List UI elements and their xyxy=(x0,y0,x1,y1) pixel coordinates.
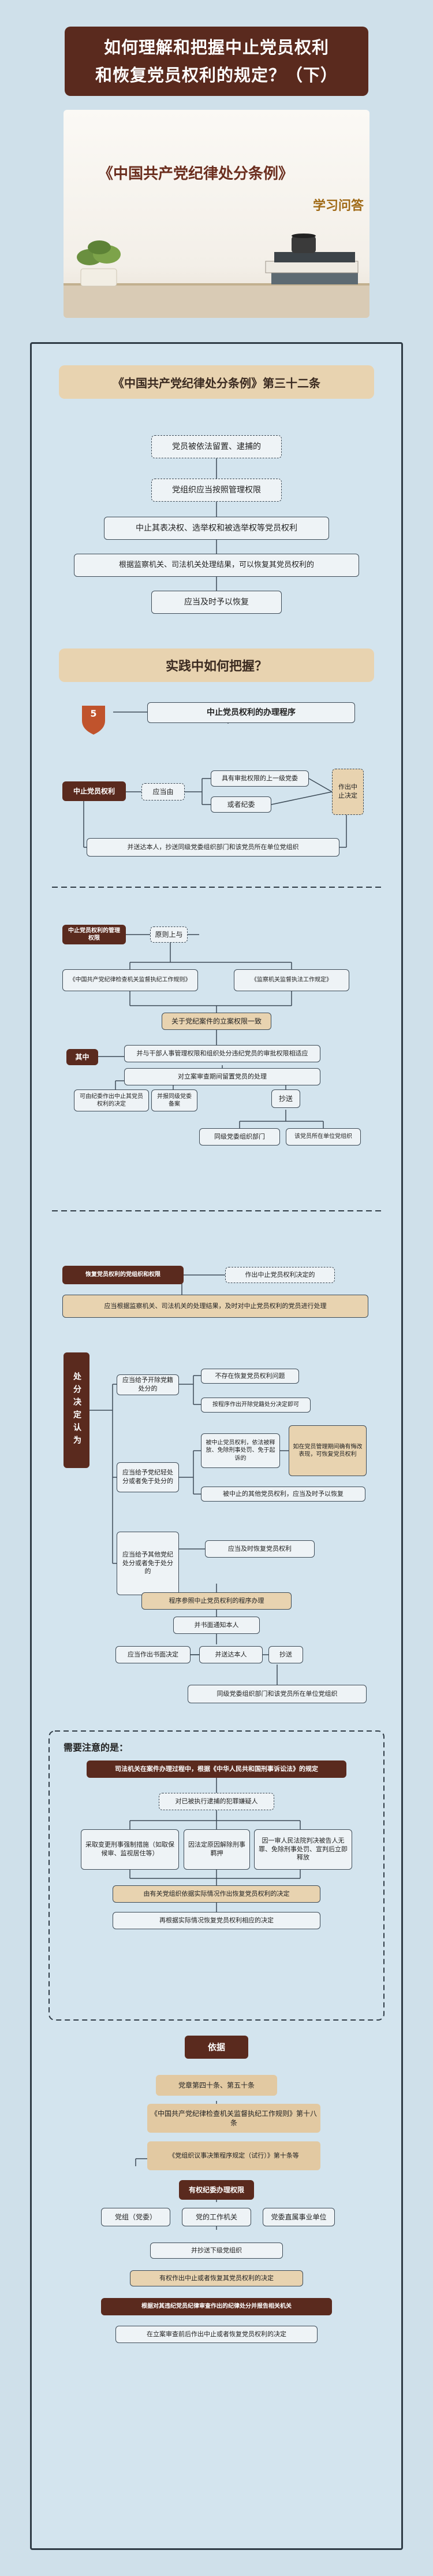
s5-header: 依据 xyxy=(185,2036,248,2059)
p2-principle: 原则上与 xyxy=(150,926,188,943)
s5-item1: 党章第四十条、第五十条 xyxy=(156,2075,277,2096)
s3-head-right: 作出中止党员权利决定的 xyxy=(225,1267,335,1283)
p1-notify: 并送达本人，抄送同级党委组织部门和该党员所在单位党组织 xyxy=(87,838,339,857)
s3-a2r2: 如在党员管理期间确有悔改表现，可恢复党员权利 xyxy=(289,1425,367,1476)
s3-proc2: 并书面通知本人 xyxy=(173,1617,260,1634)
s4-b1: 由有关党组织依据实际情况作出恢复党员权利的决定 xyxy=(113,1885,320,1903)
p1-opt1: 具有审批权限的上一级党委 xyxy=(211,770,309,787)
p2-c4: 同级党委组织部门 xyxy=(199,1128,280,1146)
s5-flow2: 有权作出中止或者恢复其党员权利的决定 xyxy=(130,2270,303,2286)
p2-c3: 抄送 xyxy=(271,1089,300,1108)
s3-a1: 应当给予开除党籍处分的 xyxy=(117,1374,179,1395)
s3-proc6: 同级党委组织部门和该党员所在单位党组织 xyxy=(188,1685,367,1703)
s3-a1r1: 不存在恢复党员权利问题 xyxy=(201,1369,299,1384)
p2-rule-book-2: 《监察机关监督执法工作规定》 xyxy=(234,969,349,991)
p1-when: 应当由 xyxy=(141,783,185,800)
p2-mid: 对立案审查期间留置党员的处理 xyxy=(124,1068,320,1085)
p2-label2: 其中 xyxy=(66,1049,98,1065)
s3-a1r2: 按程序作出开除党籍处分决定即可 xyxy=(201,1398,311,1413)
s4-top: 司法机关在案件办理过程中，根据《中华人民共和国刑事诉讼法》的规定 xyxy=(87,1760,346,1778)
s3-line2: 应当根据监察机关、司法机关的处理结果，及时对中止党员权利的党员进行处理 xyxy=(62,1295,368,1318)
s3-proc5: 抄送 xyxy=(268,1646,303,1663)
s3-proc-label: 程序参照中止党员权利的程序办理 xyxy=(141,1592,292,1610)
hero-illustration xyxy=(64,233,369,318)
hero-image: 《中国共产党纪律处分条例》 学习问答 xyxy=(64,110,369,318)
s5-flow3: 根据对其违纪党员纪律审查作出的纪律处分并报告相关机关 xyxy=(101,2298,332,2315)
p1-decide: 作出中止决定 xyxy=(332,769,364,815)
section2-header: 实践中如何把握？ xyxy=(59,648,374,682)
title-line-2: 和恢复党员权利的规定？（下） xyxy=(95,65,338,85)
procedure-title: 中止党员权利的办理程序 xyxy=(147,702,355,723)
s5-item2: 《中国共产党纪律检查机关监督执纪工作规则》第十八条 xyxy=(147,2104,320,2133)
s5-flow4: 在立案审查前后作出中止或者恢复党员权利的决定 xyxy=(115,2326,318,2343)
s3-head-label: 恢复党员权利的党组织和权限 xyxy=(62,1266,184,1284)
p2-c1: 可由纪委作出中止其党员权利的决定 xyxy=(74,1089,149,1111)
s4-mid: 对已被执行逮捕的犯罪嫌疑人 xyxy=(159,1793,274,1810)
s5-item3: 《党组织议事决策程序规定（试行）》第十条等 xyxy=(147,2141,320,2170)
s5-x2: 党的工作机关 xyxy=(182,2208,251,2226)
s5-x3: 党委直属事业单位 xyxy=(263,2208,335,2226)
s1-box-suspend: 中止其表决权、选举权和被选举权等党员权利 xyxy=(104,517,329,540)
p2-split: 并与干部人事管理权限和组织处分违纪党员的审批权限相适应 xyxy=(124,1045,320,1062)
p2-c2: 并报同级党委备案 xyxy=(151,1089,197,1111)
title-line-1: 如何理解和把握中止党员权利 xyxy=(103,38,329,57)
s5-label: 有权纪委办理权限 xyxy=(179,2180,254,2200)
s5-flow1: 并抄送下级党组织 xyxy=(150,2243,283,2259)
s4-c2: 因法定原因解除刑事羁押 xyxy=(184,1829,250,1870)
s3-proc3: 应当作出书面决定 xyxy=(115,1646,191,1663)
s4-header: 需要注意的是： xyxy=(64,1742,129,1753)
hero-book-title: 《中国共产党纪律处分条例》 xyxy=(98,165,294,183)
p2-rule-book-1: 《中国共产党纪律检查机关监督执纪工作规则》 xyxy=(62,969,198,991)
s1-box-restore: 应当及时予以恢复 xyxy=(151,591,282,614)
s1-box-party-org: 党组织应当按照管理权限 xyxy=(151,479,282,502)
s3-side-label: 处分决定认为 xyxy=(64,1352,89,1468)
hero-subtitle: 学习问答 xyxy=(313,198,364,213)
s3-a3: 应当给予其他党纪处分或者免于处分的 xyxy=(117,1532,179,1595)
s4-c1: 采取变更刑事强制措施（如取保候审、监视居住等） xyxy=(81,1829,179,1870)
s3-a3r: 应当及时恢复党员权利 xyxy=(205,1540,315,1558)
s3-a2r3: 被中止的其他党员权利，应当及时予以恢复 xyxy=(201,1487,365,1502)
s1-box-detained: 党员被依法留置、逮捕的 xyxy=(151,435,282,458)
p2-c5: 该党员所在单位党组织 xyxy=(286,1128,361,1146)
s4-c3: 因一审人民法院判决被告人无罪、免除刑事处罚、宣判后立即释放 xyxy=(254,1829,352,1870)
section1-header: 《中国共产党纪律处分条例》第三十二条 xyxy=(59,365,374,399)
p2-label: 中止党员权利的管理权限 xyxy=(62,925,126,944)
s1-box-restore-cond: 根据监察机关、司法机关处理结果，可以恢复其党员权利的 xyxy=(74,554,359,577)
step-badge: 5 xyxy=(90,708,97,719)
p2-rule: 关于党纪案件的立案权限一致 xyxy=(162,1013,271,1030)
s5-x1: 党组（党委） xyxy=(101,2208,170,2226)
s3-a2r1: 被中止党员权利，依法被释放、免除刑事处罚、免于起诉的 xyxy=(201,1433,280,1468)
s3-a2: 应当给予党纪轻处分或者免于处分的 xyxy=(117,1462,179,1492)
s3-proc4: 并送达本人 xyxy=(199,1646,263,1663)
page-title: 如何理解和把握中止党员权利 和恢复党员权利的规定？（下） xyxy=(65,27,368,96)
p1-opt2: 或者纪委 xyxy=(211,796,271,813)
s4-b2: 再根据实际情况恢复党员权利相应的决定 xyxy=(113,1912,320,1929)
p1-label: 中止党员权利 xyxy=(62,781,126,801)
